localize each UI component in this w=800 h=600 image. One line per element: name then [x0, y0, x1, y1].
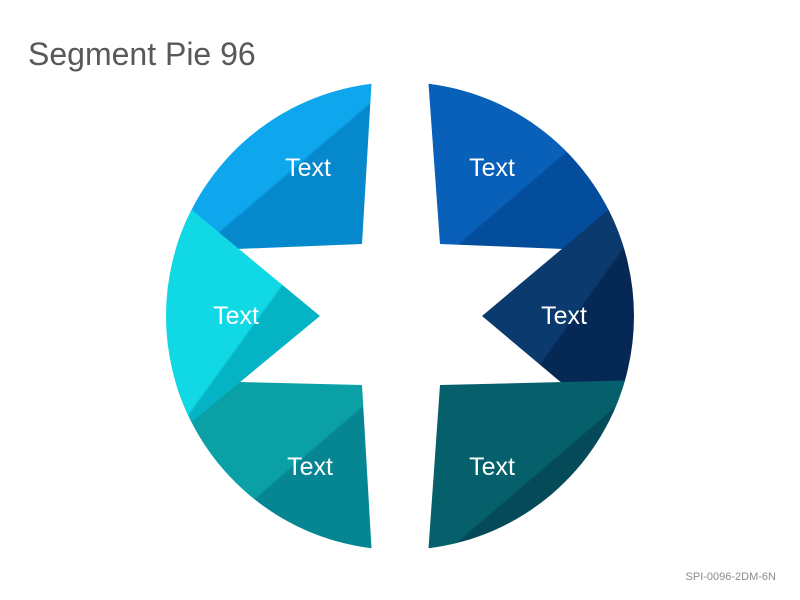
- segment-right: [482, 209, 634, 423]
- segment-bottom-left: [175, 380, 372, 549]
- footer-code: SPI-0096-2DM-6N: [685, 571, 776, 583]
- segment-left: [166, 209, 320, 423]
- slide-title: Segment Pie 96: [28, 36, 256, 72]
- segment-top-left-label: Text: [285, 154, 331, 182]
- segment-top-right: [428, 83, 625, 252]
- segment-top-left: [175, 83, 372, 252]
- segment-right-label: Text: [541, 302, 587, 330]
- segment-top-right-label: Text: [469, 154, 515, 182]
- segment-left-label: Text: [213, 302, 259, 330]
- segment-bottom-left-label: Text: [287, 453, 333, 481]
- segment-bottom-right: [428, 380, 625, 549]
- segment-bottom-right-label: Text: [469, 453, 515, 481]
